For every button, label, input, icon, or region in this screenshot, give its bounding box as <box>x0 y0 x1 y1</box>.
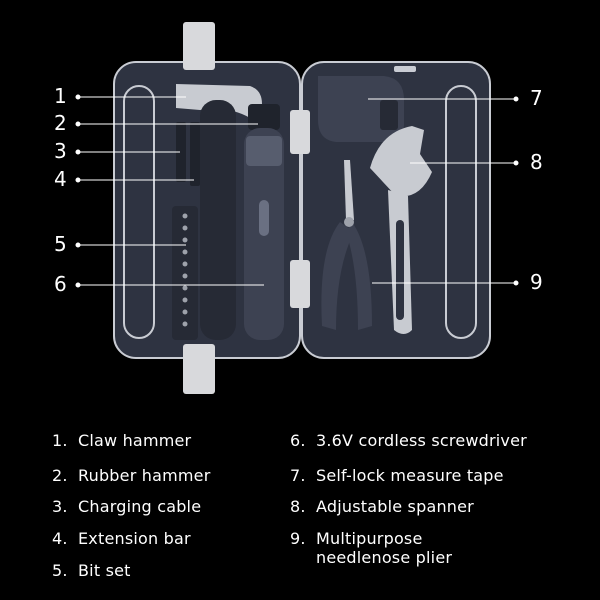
legend-item-8: 8. Adjustable spanner <box>290 497 474 516</box>
legend-item-5: 5. Bit set <box>52 561 131 580</box>
case-right-rail <box>445 85 477 339</box>
plier-pivot <box>344 217 354 227</box>
callout-2: 2 <box>54 111 67 135</box>
legend-number: 5. <box>52 561 68 580</box>
callout-6: 6 <box>54 272 67 296</box>
case-clip-right <box>394 66 416 72</box>
callout-7: 7 <box>530 86 543 110</box>
case-left-rail <box>123 85 155 339</box>
legend-number: 6. <box>290 431 306 450</box>
legend-number: 8. <box>290 497 306 516</box>
legend-label: 3.6V cordless screwdriver <box>316 431 527 450</box>
legend-label: Bit set <box>78 561 131 580</box>
bit-set-bits <box>182 213 188 327</box>
screwdriver-button <box>259 200 269 236</box>
legend-label: Rubber hammer <box>78 466 211 485</box>
extension-bar <box>190 122 200 186</box>
claw-hammer-handle <box>200 100 236 340</box>
callout-3: 3 <box>54 139 67 163</box>
legend-number: 7. <box>290 466 306 485</box>
callout-1: 1 <box>54 84 67 108</box>
legend-item-2: 2. Rubber hammer <box>52 466 211 485</box>
legend-item-7: 7. Self-lock measure tape <box>290 466 504 485</box>
legend-label: Adjustable spanner <box>316 497 474 516</box>
plier-handle-right <box>346 222 372 330</box>
callout-8: 8 <box>530 150 543 174</box>
plier-jaws <box>344 160 354 220</box>
legend-item-4: 4. Extension bar <box>52 529 191 548</box>
charging-cable <box>176 122 186 182</box>
legend-label-line2: needlenose plier <box>316 548 453 568</box>
legend-number: 1. <box>52 431 68 450</box>
toolkit-case-illustration <box>75 22 519 394</box>
spanner-slot <box>396 220 404 320</box>
legend-number: 4. <box>52 529 68 548</box>
rubber-hammer-head <box>248 104 280 130</box>
callout-4: 4 <box>54 167 67 191</box>
plier-handle-left <box>321 222 354 330</box>
legend-label: Charging cable <box>78 497 202 516</box>
legend-item-1: 1. Claw hammer <box>52 431 191 450</box>
legend-number: 9. <box>290 529 306 548</box>
legend-label: Extension bar <box>78 529 191 548</box>
bit-set-holder <box>172 206 198 340</box>
legend-label-line1: Multipurpose <box>316 529 423 548</box>
callout-9: 9 <box>530 270 543 294</box>
case-bottom-latch <box>183 344 215 394</box>
callout-5: 5 <box>54 232 67 256</box>
spanner-head <box>370 126 432 197</box>
legend-item-3: 3. Charging cable <box>52 497 201 516</box>
legend-label: Self-lock measure tape <box>316 466 504 485</box>
legend-item-6: 6. 3.6V cordless screwdriver <box>290 431 527 450</box>
legend-label: Claw hammer <box>78 431 192 450</box>
case-hinge-top <box>290 110 310 154</box>
measure-tape-clip <box>380 100 398 130</box>
case-top-latch <box>183 22 215 70</box>
legend-number: 3. <box>52 497 68 516</box>
screwdriver-grip <box>246 136 282 166</box>
legend-number: 2. <box>52 466 68 485</box>
case-hinge-bottom <box>290 260 310 308</box>
callout-leader-lines <box>75 94 519 288</box>
